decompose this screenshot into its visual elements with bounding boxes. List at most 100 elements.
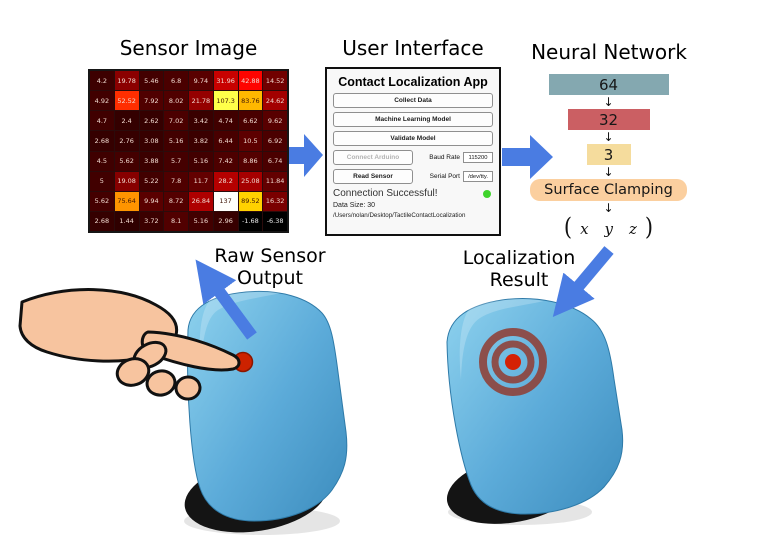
serial-port-label: Serial Port <box>429 173 460 180</box>
machine-learning-model-button[interactable]: Machine Learning Model <box>333 112 493 127</box>
down-arrow-icon: ↓ <box>603 201 614 215</box>
heatmap-cell: 3.72 <box>139 211 164 231</box>
serial-port-input[interactable]: /dev/tty. <box>463 171 493 182</box>
heatmap-cell: 2.96 <box>213 211 238 231</box>
heatmap-cell: 5.16 <box>189 211 213 231</box>
heatmap-cell: 42.88 <box>238 71 263 91</box>
heatmap-cell: 5.22 <box>139 171 164 191</box>
heatmap-cell: 8.02 <box>164 91 188 111</box>
heatmap-cell: 3.08 <box>139 131 164 151</box>
heatmap-cell: 137 <box>213 191 238 211</box>
left-cone-object <box>184 290 348 533</box>
heatmap-cell: 3.88 <box>139 151 164 171</box>
heatmap-cell: 9.94 <box>139 191 164 211</box>
heatmap-cell: 83.76 <box>238 91 263 111</box>
heatmap-cell: 10.5 <box>238 131 263 151</box>
heatmap-cell: 2.68 <box>90 211 114 231</box>
heatmap-cell: 2.62 <box>139 111 164 131</box>
heatmap-cell: 11.84 <box>263 171 287 191</box>
data-size-text: Data Size: 30 <box>333 202 376 209</box>
heatmap-cell: 6.44 <box>213 131 238 151</box>
localization-result-label: Localization Result <box>462 247 576 291</box>
heatmap-cell: 52.52 <box>114 91 139 111</box>
pointing-hand <box>18 288 241 401</box>
heatmap-cell: 21.78 <box>189 91 213 111</box>
arrow-localization-result <box>552 246 614 317</box>
heatmap-cell: 1.44 <box>114 211 139 231</box>
heatmap-cell: 4.92 <box>90 91 114 111</box>
validate-model-button[interactable]: Validate Model <box>333 131 493 146</box>
heatmap-cell: 5.7 <box>164 151 188 171</box>
heatmap-cell: 19.78 <box>114 71 139 91</box>
heatmap-cell: 4.2 <box>90 71 114 91</box>
heatmap-cell: 5 <box>90 171 114 191</box>
heatmap-cell: 9.62 <box>263 111 287 131</box>
heatmap-cell: 8.86 <box>238 151 263 171</box>
heatmap-cell: 25.08 <box>238 171 263 191</box>
heatmap-cell: 6.8 <box>164 71 188 91</box>
heatmap-cell: 26.84 <box>189 191 213 211</box>
heatmap-cell: 6.92 <box>263 131 287 151</box>
raw-sensor-output-label: Raw Sensor Output <box>214 245 326 289</box>
heatmap-cell: 4.74 <box>213 111 238 131</box>
heatmap-cell: 75.64 <box>114 191 139 211</box>
heatmap-cell: 16.32 <box>263 191 287 211</box>
localization-bullseye <box>479 328 547 396</box>
user-interface-title: User Interface <box>342 36 484 60</box>
heatmap-cell: 5.62 <box>90 191 114 211</box>
heatmap-cell: 11.7 <box>189 171 213 191</box>
heatmap-cell: 7.42 <box>213 151 238 171</box>
heatmap-cell: 5.62 <box>114 151 139 171</box>
nn-layer-64: 64 <box>548 74 669 95</box>
down-arrow-icon: ↓ <box>603 165 614 179</box>
arrow-raw-sensor-output <box>195 259 257 340</box>
heatmap-cell: 89.52 <box>238 191 263 211</box>
heatmap-cell: 8.72 <box>164 191 188 211</box>
connect-arduino-button[interactable]: Connect Arduino <box>333 150 413 165</box>
connection-status-text: Connection Successful! <box>333 188 438 199</box>
read-sensor-button[interactable]: Read Sensor <box>333 169 413 184</box>
heatmap-cell: 2.68 <box>90 131 114 151</box>
nn-layer-32: 32 <box>567 109 650 130</box>
baud-rate-label: Baud Rate <box>429 154 460 161</box>
baud-rate-input[interactable]: 115200 <box>463 152 493 163</box>
heatmap-cell: 7.8 <box>164 171 188 191</box>
output-var-z: z <box>629 220 637 238</box>
heatmap-cell: 9.74 <box>189 71 213 91</box>
heatmap-cell: 19.08 <box>114 171 139 191</box>
down-arrow-icon: ↓ <box>603 130 614 144</box>
heatmap-cell: 6.62 <box>238 111 263 131</box>
heatmap-cell: 3.82 <box>189 131 213 151</box>
heatmap-cell: -6.38 <box>263 211 287 231</box>
heatmap-cell: 31.96 <box>213 71 238 91</box>
heatmap-cell: -1.68 <box>238 211 263 231</box>
heatmap-cell: 6.74 <box>263 151 287 171</box>
heatmap-cell: 7.92 <box>139 91 164 111</box>
right-cone-object <box>446 298 624 524</box>
heatmap-cell: 28.2 <box>213 171 238 191</box>
heatmap-cell: 8.1 <box>164 211 188 231</box>
app-title: Contact Localization App <box>338 75 488 89</box>
heatmap-cell: 14.52 <box>263 71 287 91</box>
contact-localization-app-window: Contact Localization App Collect Data Ma… <box>325 67 501 236</box>
heatmap-cell: 5.46 <box>139 71 164 91</box>
heatmap-cell: 3.42 <box>189 111 213 131</box>
collect-data-button[interactable]: Collect Data <box>333 93 493 108</box>
neural-network-title: Neural Network <box>531 40 687 64</box>
heatmap-cell: 4.7 <box>90 111 114 131</box>
status-green-dot <box>483 189 491 198</box>
heatmap-cell: 5.16 <box>164 131 188 151</box>
surface-clamping-box: Surface Clamping <box>530 179 687 201</box>
neural-network-column: 64 ↓ 32 ↓ 3 ↓ Surface Clamping ↓ ( x y z… <box>530 74 687 241</box>
heatmap-cell: 7.02 <box>164 111 188 131</box>
arrow-ui-to-network <box>502 135 553 179</box>
heatmap-cell: 107.3 <box>213 91 238 111</box>
working-directory-path: /Users/nolan/Desktop/TactileContactLocal… <box>333 212 466 219</box>
heatmap-cell: 2.76 <box>114 131 139 151</box>
heatmap-cell: 2.4 <box>114 111 139 131</box>
nn-layer-3: 3 <box>586 144 631 165</box>
down-arrow-icon: ↓ <box>603 95 614 109</box>
